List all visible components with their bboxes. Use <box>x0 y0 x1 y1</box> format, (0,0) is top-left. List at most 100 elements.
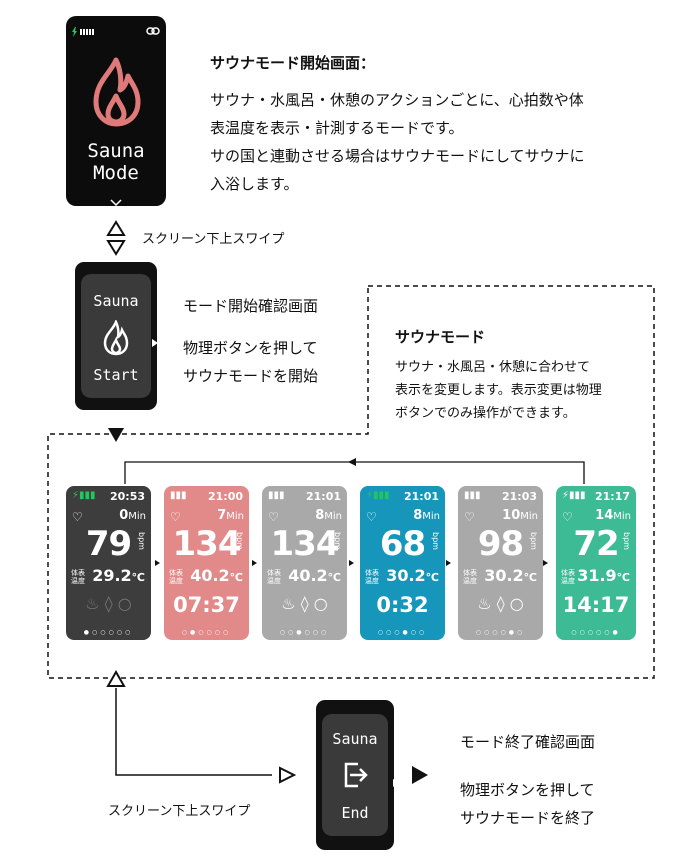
page-dots: ○●○○○○ <box>181 629 232 636</box>
battery-icon: ⚡▮▮▮ <box>366 490 390 501</box>
battery-icon: ▮▮▮ <box>268 490 285 501</box>
bpm-value: 134 <box>270 524 340 564</box>
screen-time: 21:03 <box>501 490 537 503</box>
battery-icon: ⚡▮▮▮ <box>562 490 586 501</box>
bpm-unit: bpm <box>333 532 342 550</box>
end-confirm-text: モード終了確認画面 <box>460 733 596 751</box>
swipe-label-bottom: スクリーン下上スワイプ <box>108 804 251 819</box>
screen-time: 20:53 <box>109 490 145 503</box>
bpm-unit: bpm <box>235 532 244 550</box>
bpm-unit: bpm <box>622 532 631 550</box>
temp-label: 体表温度 <box>169 569 183 585</box>
swipe-label-top: スクリーン下上スワイプ <box>142 232 285 247</box>
start-device-action: Start <box>93 366 139 384</box>
side-button-arrow-icon <box>152 332 158 347</box>
screen-rest: ⚡▮▮▮21:17 ♡ 14Min 72 bpm 体表温度 31.9℃ 14:1… <box>556 486 636 640</box>
person-icon: ○ <box>509 594 524 613</box>
temp-label: 体表温度 <box>71 569 85 585</box>
flame-icon: ♨ <box>477 594 492 613</box>
sauna-end-device: Sauna End <box>316 700 399 850</box>
heart-icon: ♡ <box>366 510 377 524</box>
screen-sauna-paused: ▮▮▮21:01 ♡ 8Min 134 bpm 体表温度 40.2℃ ♨ ◊ ○… <box>262 486 347 640</box>
page-dots: ○○○○●○ <box>475 629 526 636</box>
flame-icon: ♨ <box>281 594 296 613</box>
temp-value: 40.2 <box>190 566 230 585</box>
side-button-arrow-icon <box>393 772 399 787</box>
bpm-unit: bpm <box>431 532 440 550</box>
start-device-title: Sauna <box>93 292 139 310</box>
end-confirm-instructions: 物理ボタンを押して サウナモードを終了 <box>460 781 596 827</box>
person-icon: ○ <box>117 594 132 613</box>
elapsed-time: 0:32 <box>376 593 429 617</box>
intro-title: サウナモード開始画面： <box>210 54 376 72</box>
elapsed-time: 14:17 <box>562 593 630 617</box>
flame-icon <box>88 56 144 128</box>
temp-label: 体表温度 <box>463 569 477 585</box>
mode-icons: ♨ ◊ ○ <box>66 594 151 616</box>
battery-icon: ▮▮▮ <box>170 490 187 501</box>
sauna-mode-label: Sauna Mode <box>87 140 145 184</box>
flame-icon: ♨ <box>85 594 100 613</box>
heart-icon: ♡ <box>562 510 573 524</box>
page-dots: ●○○○○○ <box>83 629 134 636</box>
heart-icon: ♡ <box>268 510 279 524</box>
temp-unit: ℃ <box>425 571 439 584</box>
heart-icon: ♡ <box>72 510 83 524</box>
temp-label: 体表温度 <box>365 569 379 585</box>
bpm-value: 79 <box>85 524 132 564</box>
minutes-value: 7 <box>217 508 227 523</box>
page-dots: ○○○○○● <box>571 629 621 636</box>
minutes-value: 14 <box>595 508 614 523</box>
battery-icon <box>71 22 101 37</box>
minutes-unit: Min <box>324 511 342 522</box>
page-dots: ○○●○○○ <box>279 629 330 636</box>
temp-value: 30.2 <box>484 566 524 585</box>
heart-icon: ♡ <box>464 510 475 524</box>
link-icon <box>146 21 160 35</box>
screens-row: ⚡▮▮▮20:53 ♡ 0Min 79 bpm 体表温度 29.2℃ ♨ ◊ ○… <box>66 486 636 640</box>
temp-value: 29.2 <box>92 566 132 585</box>
minutes-value: 8 <box>413 508 423 523</box>
end-device-action: End <box>341 804 369 822</box>
temp-unit: ℃ <box>131 571 145 584</box>
flame-outline-icon <box>101 318 131 356</box>
temp-value: 30.2 <box>386 566 426 585</box>
mode-box-title: サウナモード <box>395 328 486 346</box>
heart-icon: ♡ <box>170 510 181 524</box>
start-confirm-instructions: 物理ボタンを押して サウナモードを開始 <box>183 339 319 385</box>
battery-icon: ⚡▮▮▮ <box>72 490 96 501</box>
drop-icon: ◊ <box>300 594 309 613</box>
mode-icons: ♨ ◊ ○ <box>458 594 543 616</box>
minutes-unit: Min <box>422 511 440 522</box>
battery-icon: ▮▮▮ <box>464 490 481 501</box>
screen-time: 21:01 <box>403 490 439 503</box>
screen-cold-paused: ▮▮▮21:03 ♡ 10Min 98 bpm 体表温度 30.2℃ ♨ ◊ ○… <box>458 486 543 640</box>
minutes-unit: Min <box>520 511 538 522</box>
minutes-value: 10 <box>502 508 521 523</box>
bpm-unit: bpm <box>529 532 538 550</box>
drop-icon: ◊ <box>496 594 505 613</box>
start-confirm-text: モード開始確認画面 <box>183 297 319 315</box>
bpm-value: 72 <box>573 524 619 564</box>
screen-idle: ⚡▮▮▮ 20:53 ♡ 0Min 79 bpm 体表温度 29.2℃ ♨ ◊ ○… <box>66 486 151 640</box>
minutes-unit: Min <box>226 511 244 522</box>
drop-icon: ◊ <box>104 594 113 613</box>
intro-text: サウナ・水風呂・休憩のアクションごとに、心拍数や体 表温度を表示・計測するモード… <box>210 91 585 193</box>
bpm-value: 68 <box>379 524 426 564</box>
bpm-value: 134 <box>172 524 242 564</box>
temp-value: 31.9 <box>577 566 617 585</box>
end-device-title: Sauna <box>332 730 378 748</box>
minutes-value: 0 <box>119 508 129 523</box>
screen-time: 21:17 <box>594 490 630 503</box>
bpm-value: 98 <box>477 524 524 564</box>
bpm-unit: bpm <box>137 532 146 550</box>
swipe-up-down-icon <box>105 220 127 256</box>
temp-label: 体表温度 <box>267 569 281 585</box>
screen-sauna: ▮▮▮21:00 ♡ 7Min 134 bpm 体表温度 40.2℃ 07:37… <box>164 486 249 640</box>
mode-icons: ♨ ◊ ○ <box>262 594 347 616</box>
minutes-unit: Min <box>613 511 631 522</box>
temp-value: 40.2 <box>288 566 328 585</box>
mode-box-text: サウナ・水風呂・休憩に合わせて 表示を変更します。表示変更は物理 ボタンでのみ操… <box>395 360 602 421</box>
minutes-unit: Min <box>128 511 146 522</box>
